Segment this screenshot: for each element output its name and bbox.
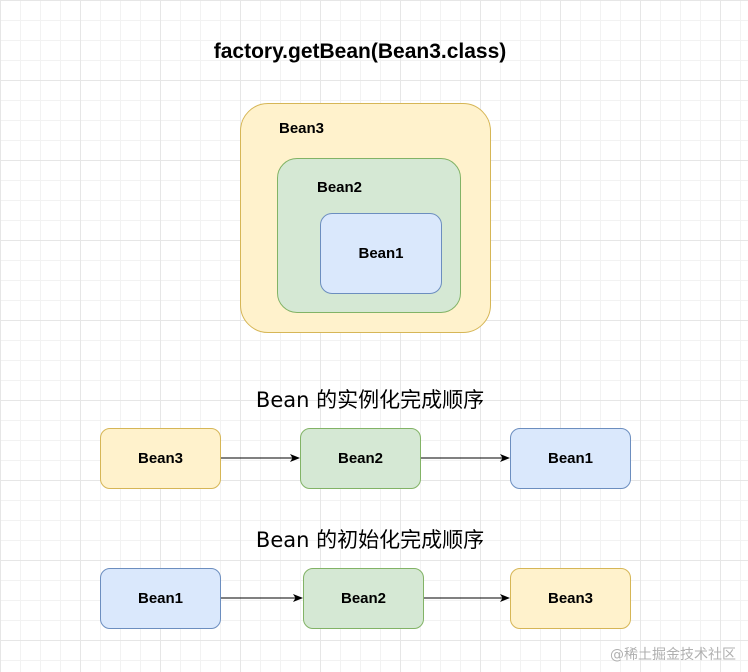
bean1-container: Bean1 [320, 213, 442, 294]
watermark: @稀土掘金技术社区 [610, 647, 736, 663]
initialization-node-2: Bean2 [303, 568, 424, 629]
diagram-title: factory.getBean(Bean3.class) [213, 40, 507, 63]
instantiation-node-1: Bean3 [100, 428, 221, 489]
instantiation-node-3: Bean1 [510, 428, 631, 489]
initialization-heading: Bean 的初始化完成顺序 [255, 528, 485, 552]
initialization-node-1: Bean1 [100, 568, 221, 629]
bean3-container-label: Bean3 [279, 120, 325, 137]
instantiation-node-2: Bean2 [300, 428, 421, 489]
bean2-container-label: Bean2 [317, 179, 363, 196]
initialization-node-3: Bean3 [510, 568, 631, 629]
instantiation-heading: Bean 的实例化完成顺序 [255, 388, 485, 412]
